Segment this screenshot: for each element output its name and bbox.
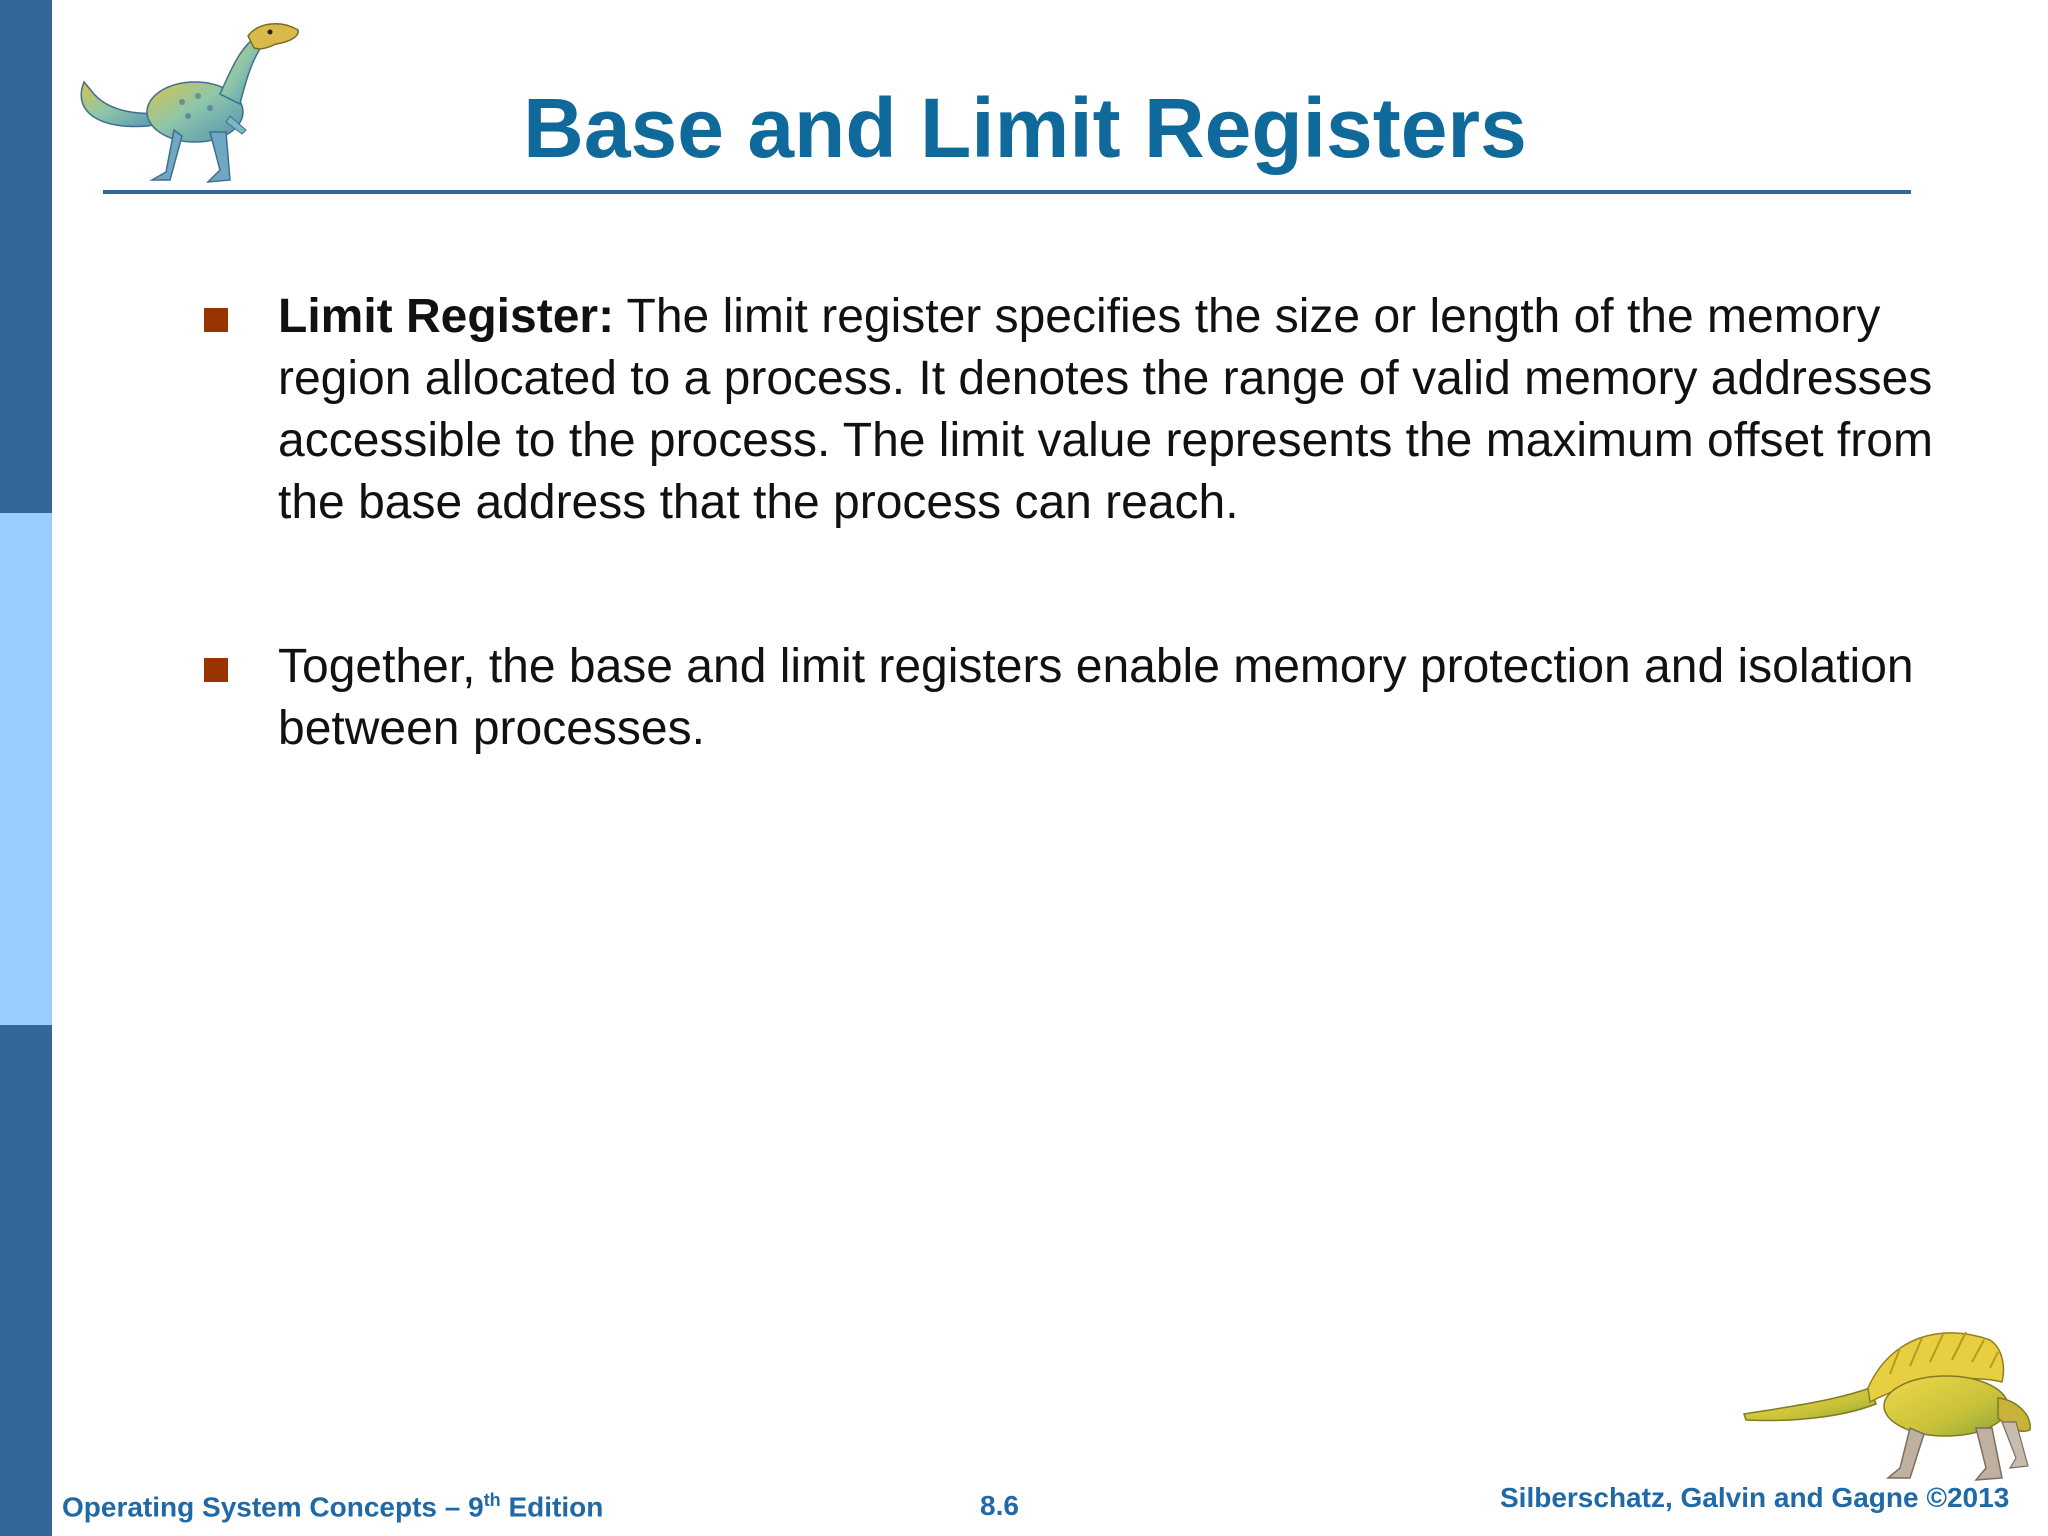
dinosaur-standing-icon bbox=[80, 23, 299, 183]
bullet-text: Limit Register: The limit register speci… bbox=[278, 290, 1933, 529]
slide-title: Base and Limit Registers bbox=[523, 81, 1527, 175]
bullet-body: The limit register specifies the size or… bbox=[278, 290, 1933, 529]
footer-copyright: Silberschatz, Galvin and Gagne ©2013 bbox=[1500, 1482, 2010, 1513]
footer-page-number: 8.6 bbox=[980, 1490, 1019, 1521]
bullet-text: Together, the base and limit registers e… bbox=[278, 640, 1914, 755]
left-band-middle bbox=[0, 513, 52, 1025]
bullet-list: Limit Register: The limit register speci… bbox=[200, 286, 2000, 760]
bullet-item: Together, the base and limit registers e… bbox=[200, 636, 2000, 760]
footer-book-title: Operating System Concepts – 9th Edition bbox=[62, 1490, 604, 1523]
dinosaur-spined-icon bbox=[1743, 1331, 2031, 1481]
left-band-top bbox=[0, 0, 52, 513]
square-bullet-icon bbox=[204, 658, 228, 682]
title-underline bbox=[103, 190, 1911, 194]
left-band-bottom bbox=[0, 1025, 52, 1536]
square-bullet-icon bbox=[204, 308, 228, 332]
bullet-item: Limit Register: The limit register speci… bbox=[200, 286, 2000, 534]
bullet-lead: Limit Register: bbox=[278, 290, 615, 343]
bullet-body: Together, the base and limit registers e… bbox=[278, 640, 1914, 755]
